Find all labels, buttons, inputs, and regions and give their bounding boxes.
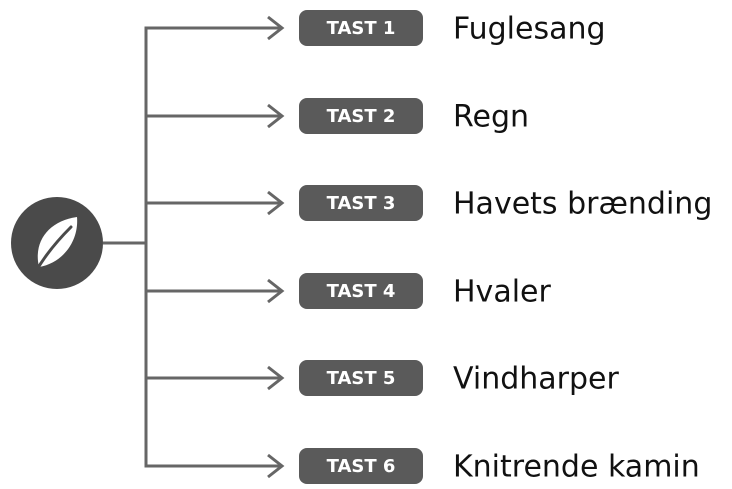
key-badge-label: TAST 4 (327, 281, 396, 302)
center-node (11, 197, 103, 289)
key-badge-label: TAST 2 (327, 106, 396, 127)
arrow-head (267, 190, 285, 216)
sound-label: Hvaler (453, 275, 551, 310)
list-item: TAST 4 Hvaler (299, 273, 551, 310)
sound-label: Fuglesang (453, 12, 606, 47)
arrow-head (267, 15, 285, 41)
key-badge (299, 185, 423, 221)
key-badge-label: TAST 5 (327, 368, 396, 389)
list-item: TAST 3 Havets brænding (299, 185, 712, 222)
arrow-head (267, 365, 285, 391)
key-badge (299, 448, 423, 484)
list-item: TAST 2 Regn (299, 98, 529, 135)
sound-label: Knitrende kamin (453, 450, 700, 485)
list-item: TAST 6 Knitrende kamin (299, 448, 700, 485)
key-badge-label: TAST 1 (327, 18, 396, 39)
sound-label: Regn (453, 100, 529, 135)
key-badge (299, 98, 423, 134)
connector-lines (103, 15, 285, 479)
arrow-head (267, 103, 285, 129)
arrow-head (267, 278, 285, 304)
key-badge (299, 360, 423, 396)
key-badge (299, 10, 423, 46)
key-badge-label: TAST 6 (327, 456, 396, 477)
list-item: TAST 5 Vindharper (299, 360, 619, 397)
list-item: TAST 1 Fuglesang (299, 10, 606, 47)
sound-label: Havets brænding (453, 187, 712, 222)
key-badge-label: TAST 3 (327, 193, 396, 214)
sound-label: Vindharper (453, 362, 619, 397)
arrow-head (267, 453, 285, 479)
key-badge (299, 273, 423, 309)
leaf-icon (33, 217, 78, 275)
